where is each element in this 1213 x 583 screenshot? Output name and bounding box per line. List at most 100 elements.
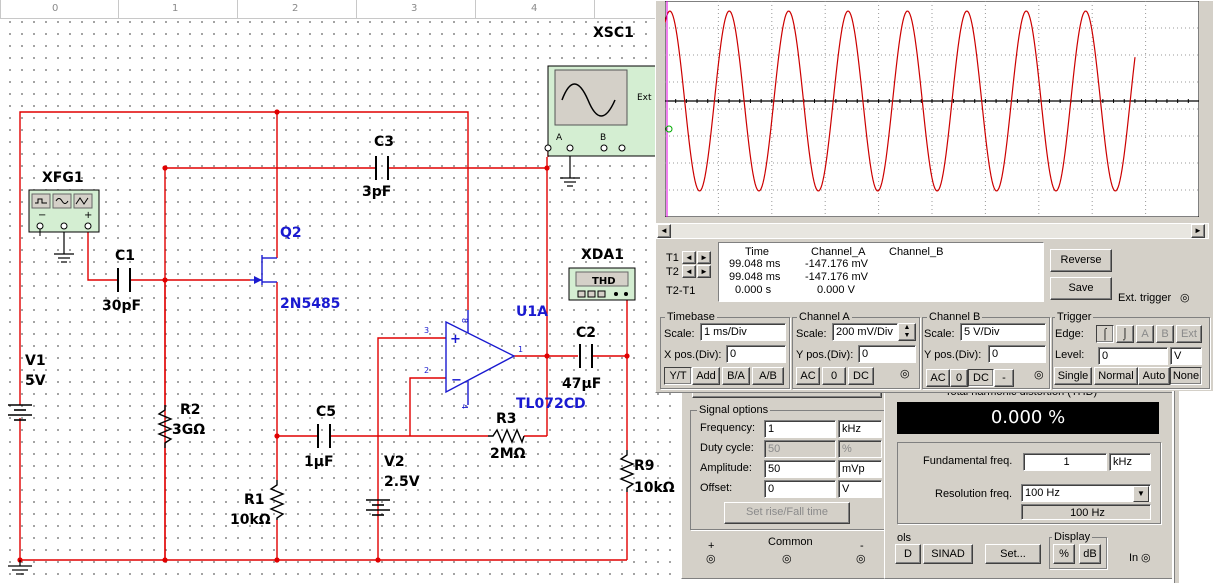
amplitude-unit[interactable]: mVp [838,460,882,478]
yt-button[interactable]: Y/T [664,367,692,385]
xsc1-label: XSC1 [593,25,634,41]
window-edge [1174,391,1179,583]
c1-value: 30pF [102,298,141,314]
reverse-button[interactable]: Reverse [1050,249,1112,272]
trigger-source-b-button[interactable]: B [1156,325,1174,343]
channel-a-ac-button[interactable]: AC [796,367,820,385]
offset-unit[interactable]: V [838,480,882,498]
oscilloscope-window: ◄ ► T1 T2 ◄ ► ◄ ► T2-T1 Time Channel_A C… [655,0,1213,393]
fundamental-freq-input[interactable]: 1 [1023,453,1107,471]
set-button[interactable]: Set... [985,544,1041,564]
channel-b-ypos-input[interactable]: 0 [988,345,1046,363]
level-unit[interactable]: V [1170,347,1202,365]
t1-time: 99.048 ms [729,258,781,270]
minus-terminal-label: - [860,540,864,552]
minus-terminal-icon[interactable]: ◎ [856,553,866,565]
rising-edge-icon[interactable]: ⌠ [1096,325,1114,343]
scroll-right-icon[interactable]: ► [1191,224,1205,238]
auto-button[interactable]: Auto [1138,367,1170,385]
set-rise-fall-button[interactable]: Set rise/Fall time [724,502,850,524]
falling-edge-icon[interactable]: ⌡ [1116,325,1134,343]
channel-b-ac-button[interactable]: AC [926,369,950,387]
frequency-unit[interactable]: kHz [838,420,882,438]
c1-label: C1 [115,248,135,264]
fundamental-freq-unit[interactable]: kHz [1109,453,1151,471]
in-terminal-icon[interactable]: ◎ [1141,552,1151,564]
plus-terminal-label: + [708,540,715,552]
resolution-freq-value: 100 Hz [1025,487,1060,499]
t1-channel-a: -147.176 mV [805,258,868,270]
single-button[interactable]: Single [1054,367,1092,385]
channel-a-ypos-label: Y pos.(Div): [796,349,854,361]
none-button[interactable]: None [1170,367,1202,385]
channel-b-scale-input[interactable]: 5 V/Div [960,323,1046,341]
xfg1-label: XFG1 [42,170,84,186]
channel-b-title: Channel B [927,311,983,323]
ruler-tick: 1 [172,3,179,14]
r3-value: 2MΩ [490,446,526,462]
r1-label: R1 [244,492,265,508]
t2-label: T2 [666,266,679,278]
normal-button[interactable]: Normal [1094,367,1138,385]
frequency-input[interactable]: 1 [764,420,836,438]
channel-a-zero-button[interactable]: 0 [822,367,846,385]
chevron-down-icon[interactable]: ▼ [1133,486,1149,502]
display-group: Display [1049,531,1107,569]
channel-a-terminal-icon[interactable]: ◎ [900,368,910,380]
u1a-part: TL072CD [516,396,586,412]
resolution-freq-select[interactable]: 100 Hz ▼ [1021,484,1151,502]
t2-t1-label: T2-T1 [666,285,696,297]
r1-value: 10kΩ [230,512,271,528]
t1-right-arrow-icon[interactable]: ► [697,251,711,264]
xpos-input[interactable]: 0 [726,345,786,363]
opamp-pin: 1 [518,345,523,354]
channel-b-scale-label: Scale: [924,328,955,340]
channel-b-minus-button[interactable]: - [994,369,1014,387]
horizontal-scrollbar[interactable]: ◄ ► [656,223,1209,239]
display-db-button[interactable]: dB [1079,544,1101,564]
channel-a-ypos-input[interactable]: 0 [858,345,916,363]
fundamental-freq-label: Fundamental freq. [923,455,1013,467]
pin-b-label: B [600,133,606,143]
channel-b-dc-button[interactable]: DC [968,369,994,387]
edge-label: Edge: [1055,328,1084,340]
v1-label: V1 [25,353,46,369]
duty-cycle-input[interactable]: 50 [764,440,836,458]
plus-terminal-icon[interactable]: ◎ [706,553,716,565]
svg-text:+: + [450,332,461,347]
ruler-tick: 0 [52,3,59,14]
t2-right-arrow-icon[interactable]: ► [697,265,711,278]
common-terminal-icon[interactable]: ◎ [782,553,792,565]
trigger-source-a-button[interactable]: A [1136,325,1154,343]
save-button[interactable]: Save [1050,277,1112,300]
level-input[interactable]: 0 [1098,347,1168,365]
timebase-scale-input[interactable]: 1 ms/Div [700,323,786,341]
offset-input[interactable]: 0 [764,480,836,498]
channel-b-zero-button[interactable]: 0 [950,369,968,387]
channel-b-group: Channel B [922,311,1050,389]
t1-label: T1 [666,252,679,264]
ab-button[interactable]: A/B [752,367,784,385]
channel-b-terminal-icon[interactable]: ◎ [1034,369,1044,381]
diff-channel-a: 0.000 V [817,284,855,296]
ruler-tick: 3 [411,3,418,14]
display-percent-button[interactable]: % [1053,544,1075,564]
thd-mode-button[interactable]: D [895,544,921,564]
t1-left-arrow-icon[interactable]: ◄ [682,251,696,264]
add-button[interactable]: Add [692,367,720,385]
channel-b-ypos-label: Y pos.(Div): [924,349,982,361]
timebase-group: Timebase [660,311,790,389]
trigger-source-ext-button[interactable]: Ext [1176,325,1202,343]
channel-a-dc-button[interactable]: DC [848,367,874,385]
sinad-button[interactable]: SINAD [923,544,973,564]
channel-a-scale-input[interactable]: 200 mV/Div [832,323,898,341]
scroll-left-icon[interactable]: ◄ [657,224,671,238]
ba-button[interactable]: B/A [722,367,750,385]
amplitude-input[interactable]: 50 [764,460,836,478]
ext-trigger-terminal-icon[interactable]: ◎ [1180,292,1190,304]
signal-options-title: Signal options [697,404,771,416]
channel-a-scale-spinner[interactable]: ▲▼ [898,323,916,341]
duty-cycle-unit[interactable]: % [838,440,882,458]
col-time: Time [745,246,770,258]
t2-left-arrow-icon[interactable]: ◄ [682,265,696,278]
